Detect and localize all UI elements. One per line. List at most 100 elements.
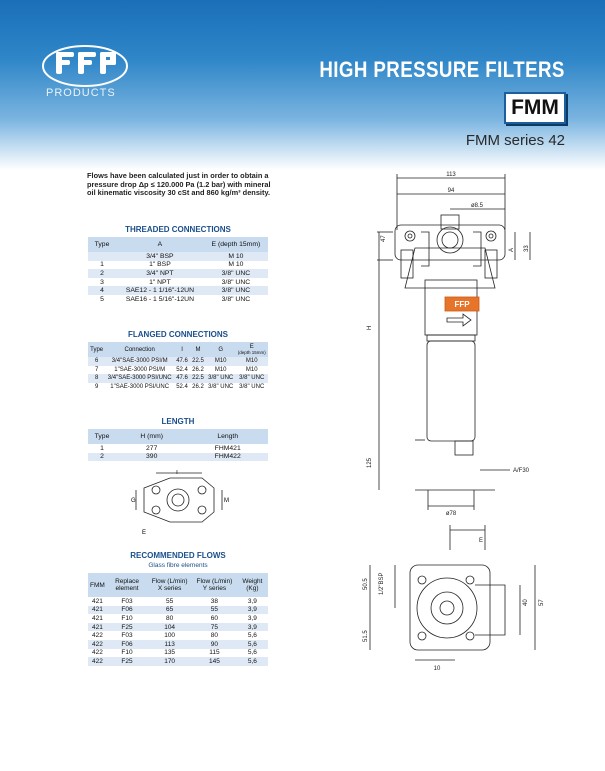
logo-subtitle: PRODUCTS bbox=[46, 87, 116, 99]
cell: 170 bbox=[147, 657, 193, 666]
cell: 3/8" UNC bbox=[235, 374, 268, 383]
cell: 3,9 bbox=[236, 622, 268, 632]
col-header: Replace element bbox=[106, 573, 148, 597]
col-header: Weight (Kg) bbox=[236, 573, 268, 597]
cell: 3/8" UNC bbox=[239, 384, 265, 391]
col-header: Length bbox=[187, 429, 268, 444]
cell: SAE16 - 1 5/16"-12UN bbox=[125, 295, 194, 303]
col-header-depth: (depth 15mm) bbox=[237, 349, 266, 355]
cell: 1"SAE-3000 PSI/M bbox=[114, 366, 166, 373]
cell: F10 bbox=[121, 649, 133, 657]
flange-label-g: G bbox=[131, 498, 136, 504]
cell: 3/4"SAE-3000 PSI/M bbox=[105, 357, 175, 366]
cell: 390 bbox=[116, 452, 188, 462]
cell: M10 bbox=[214, 366, 227, 373]
cell: 421 bbox=[88, 605, 107, 615]
dim-af30: A/F30 bbox=[513, 468, 530, 474]
col-header: Type bbox=[88, 429, 116, 444]
cell: 1 bbox=[100, 261, 104, 269]
cell: 3,9 bbox=[247, 614, 257, 622]
cell: 1" BSP bbox=[149, 261, 171, 269]
cell: 104 bbox=[147, 622, 193, 632]
model-badge: FMM bbox=[504, 92, 566, 124]
cell: 3/8" UNC bbox=[203, 269, 268, 278]
col-header: Connection bbox=[105, 342, 175, 357]
col-header: FMM bbox=[88, 573, 107, 597]
col-header: E (depth 15mm) bbox=[203, 237, 268, 252]
cell: F25 bbox=[106, 622, 148, 632]
model-badge-label: FMM bbox=[511, 96, 559, 119]
cell: 277 bbox=[146, 444, 158, 452]
cell: F06 bbox=[106, 605, 148, 615]
cell: 135 bbox=[164, 649, 176, 657]
cell: M10 bbox=[235, 357, 268, 366]
cell: FHM422 bbox=[187, 452, 268, 462]
cell: 3,9 bbox=[247, 597, 257, 605]
cell: 421 bbox=[88, 622, 107, 632]
series-label: FMM series 42 bbox=[465, 132, 565, 149]
cell: 3/8" UNC bbox=[205, 374, 236, 383]
cell: 1" NPT bbox=[149, 278, 171, 286]
cell: F06 bbox=[106, 639, 148, 649]
col-header: H (mm) bbox=[116, 429, 188, 444]
table-row: 3 1" NPT 3/8" UNC bbox=[88, 278, 268, 287]
dim-50-5: 50.5 bbox=[363, 578, 369, 590]
cell: M10 bbox=[245, 366, 258, 373]
dim-94: 94 bbox=[448, 188, 455, 194]
dim-57: 57 bbox=[539, 599, 545, 606]
cell: 8 bbox=[88, 374, 106, 383]
cell: 5,6 bbox=[236, 657, 268, 666]
cell: 2 bbox=[88, 269, 116, 278]
page-title: HIGH PRESSURE FILTERS bbox=[319, 57, 565, 82]
cell: 1"SAE-3000 PSI/UNC bbox=[110, 384, 170, 391]
dim-113: 113 bbox=[446, 172, 456, 178]
cell: 2 bbox=[88, 452, 116, 462]
cell: 115 bbox=[209, 649, 220, 657]
cell: 55 bbox=[166, 597, 174, 605]
cell: 3/8" UNC bbox=[221, 278, 251, 286]
length-title: LENGTH bbox=[161, 417, 195, 426]
cell: 38 bbox=[210, 597, 219, 605]
cell: 22.5 bbox=[190, 357, 206, 366]
cell: 100 bbox=[164, 632, 176, 640]
cell: 113 bbox=[147, 639, 193, 649]
cell: 3 bbox=[100, 278, 104, 286]
cell: F25 bbox=[106, 657, 148, 666]
col-header: E(depth 15mm) bbox=[235, 342, 268, 357]
flows-subtitle: Glass fibre elements bbox=[148, 562, 208, 569]
cell: 5,6 bbox=[236, 639, 268, 649]
cell: 6 bbox=[88, 357, 106, 366]
cell: 75 bbox=[192, 622, 237, 632]
dim-e: E bbox=[479, 538, 483, 544]
cell bbox=[88, 252, 116, 261]
cell: 7 bbox=[94, 366, 99, 373]
cell: 422 bbox=[91, 649, 103, 657]
cell: 421 bbox=[91, 614, 103, 622]
cell: 3,9 bbox=[236, 605, 268, 615]
col-header: I bbox=[174, 342, 190, 357]
cell: 47.6 bbox=[174, 357, 190, 366]
cell: 52.4 bbox=[176, 384, 188, 391]
cell: F10 bbox=[121, 614, 133, 622]
dim-40: 40 bbox=[523, 599, 529, 606]
cell: 65 bbox=[147, 605, 193, 615]
header-banner: PRODUCTS HIGH PRESSURE FILTERS FMM FMM s… bbox=[0, 0, 605, 170]
cell: M10 bbox=[205, 357, 236, 366]
dim-78: ø78 bbox=[446, 511, 457, 517]
cell: 52.4 bbox=[176, 366, 188, 373]
col-header: A bbox=[116, 237, 204, 252]
cell: 1 bbox=[100, 444, 104, 452]
drawing-logo-text: FFP bbox=[454, 300, 470, 309]
dim-h: H bbox=[367, 326, 373, 330]
cell: 55 bbox=[192, 605, 237, 615]
